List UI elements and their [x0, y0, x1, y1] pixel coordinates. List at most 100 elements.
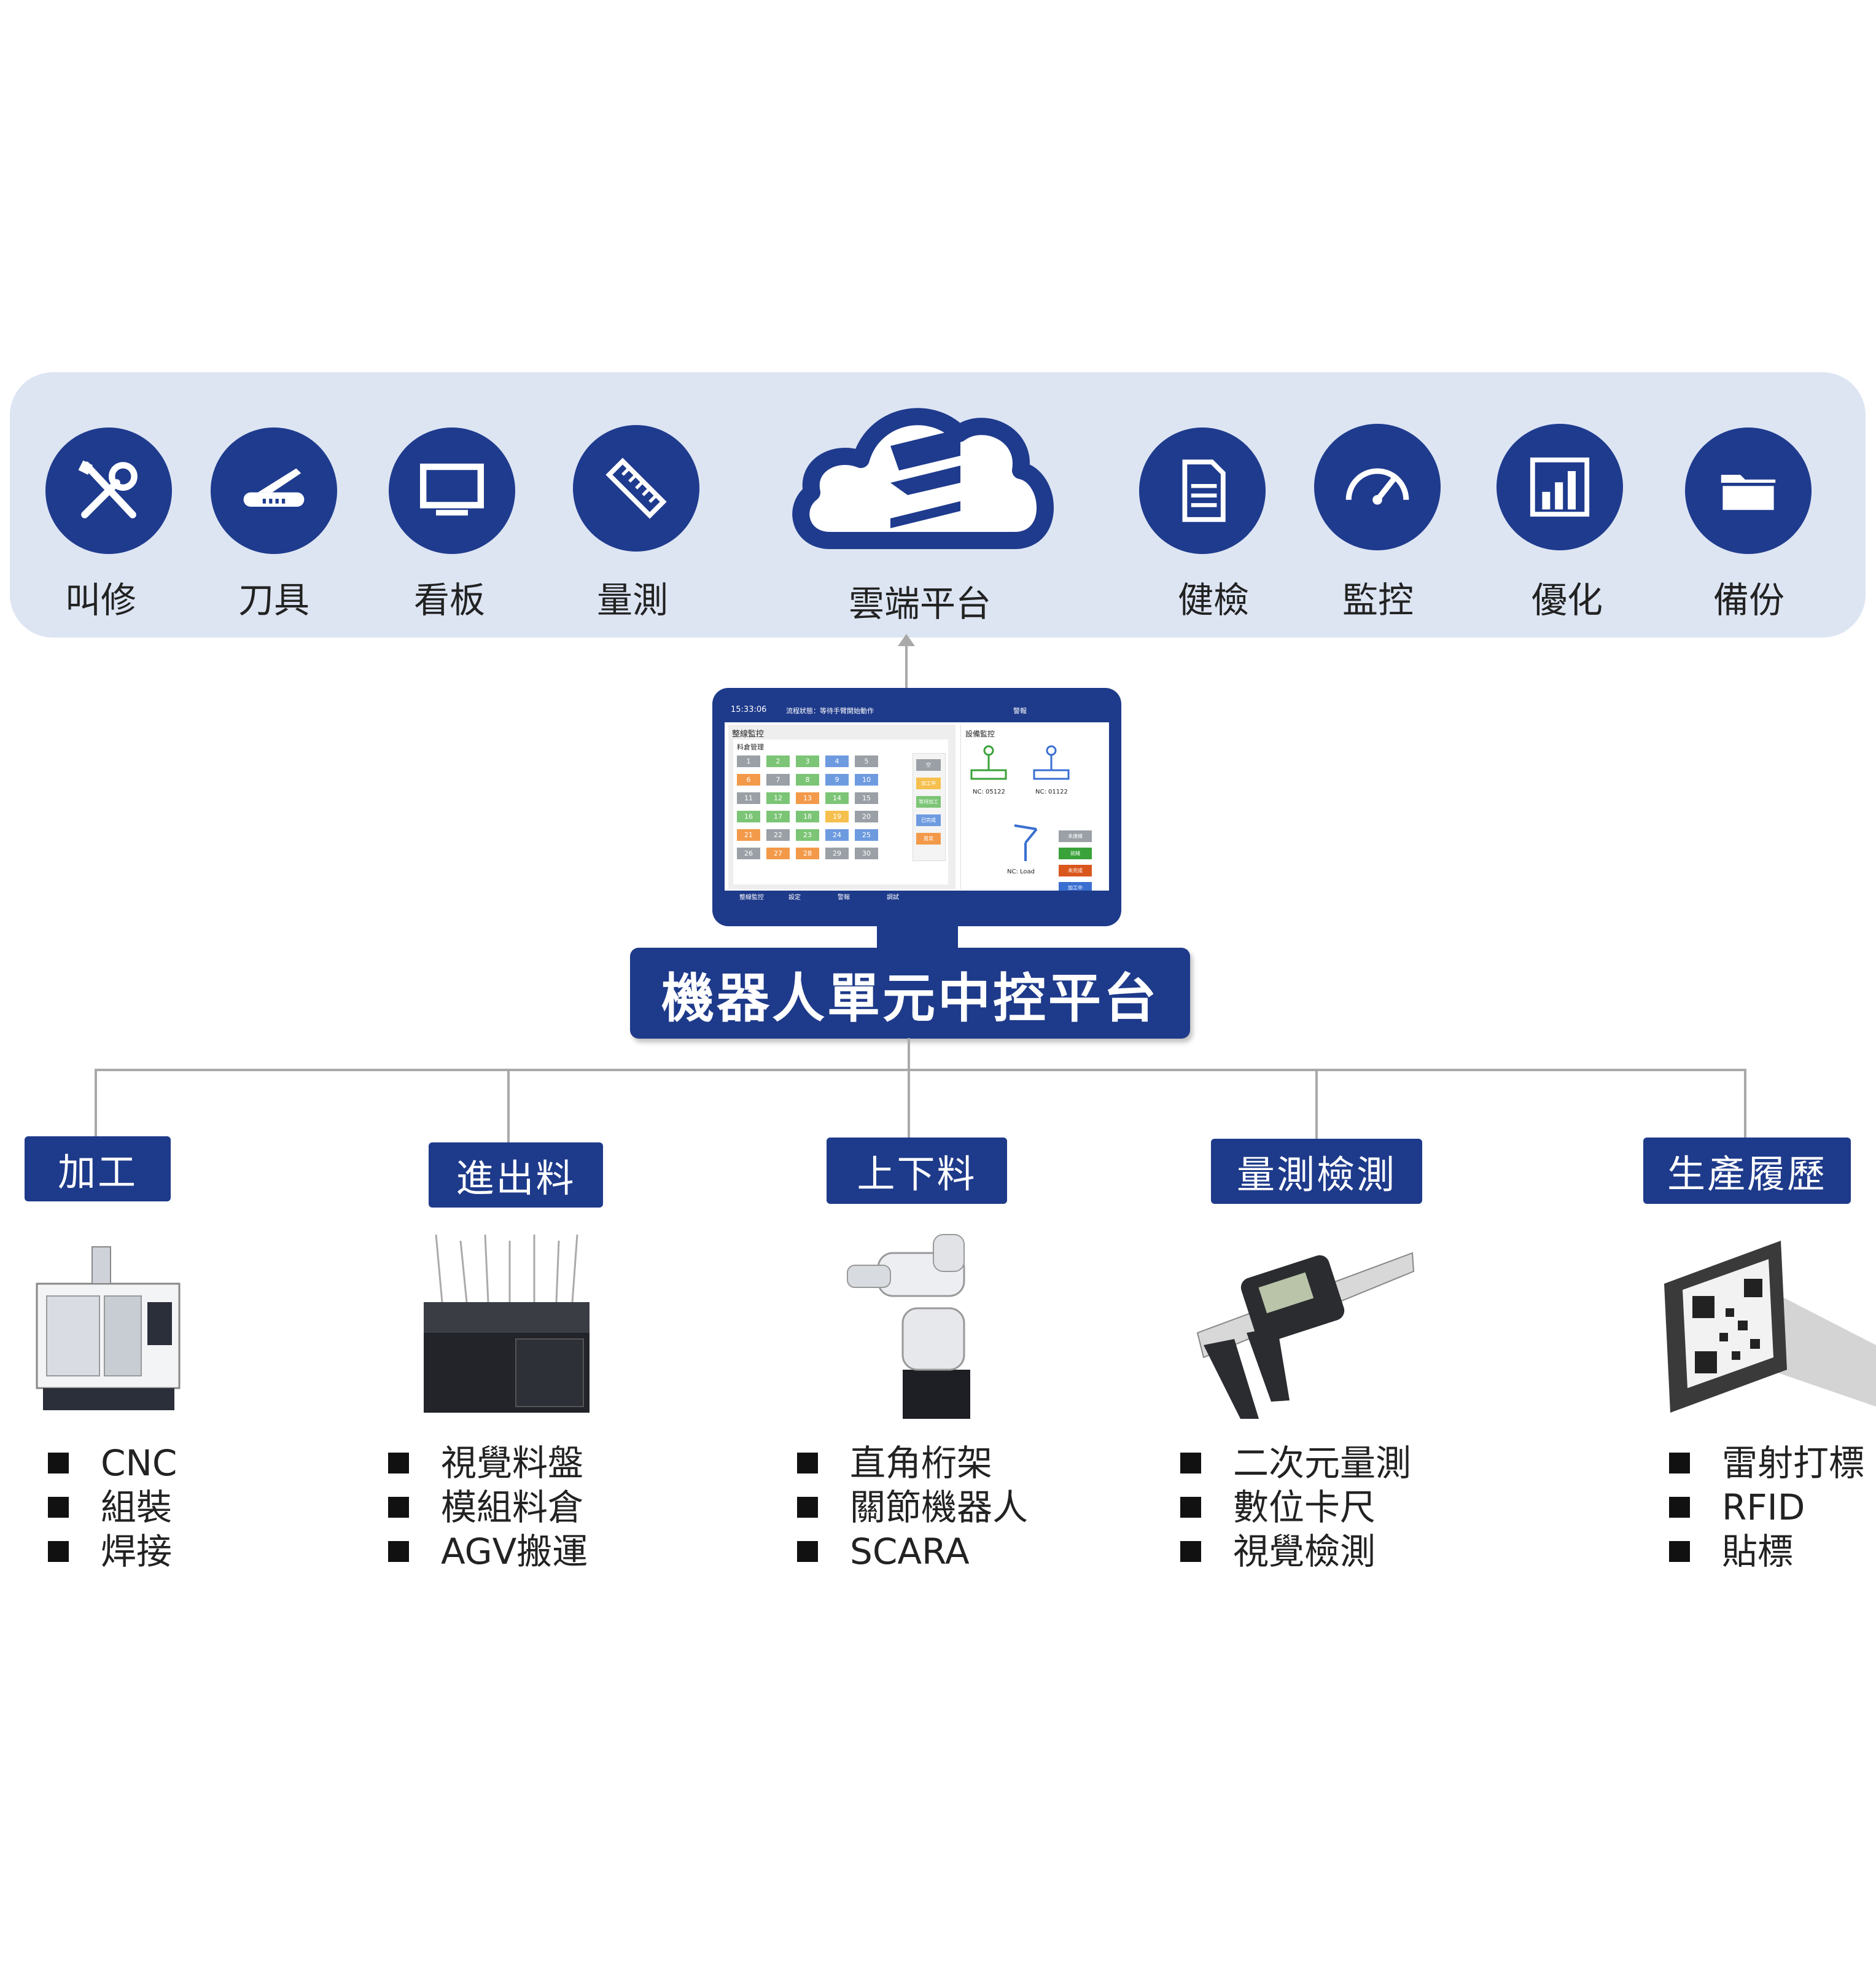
- list-item: 貼標: [1669, 1529, 1864, 1574]
- storage-cell[interactable]: 6: [737, 774, 760, 786]
- storage-cell[interactable]: 2: [766, 755, 790, 767]
- drop-line-2: [507, 1069, 510, 1142]
- storage-cell[interactable]: 21: [737, 829, 760, 841]
- storage-cell[interactable]: 18: [796, 811, 819, 822]
- monitor-stand: [877, 921, 958, 951]
- list-measurement: 二次元量測 數位卡尺 視覺檢測: [1180, 1441, 1411, 1574]
- tab-overview[interactable]: 整線監控: [739, 894, 764, 901]
- list-item-text: 二次元量測: [1233, 1442, 1412, 1484]
- robot-arm-icon-2: [1033, 745, 1070, 780]
- storage-cell[interactable]: 22: [766, 829, 790, 841]
- nc-label-3: NC: Load: [1007, 868, 1035, 875]
- bullet-square-icon: [1669, 1452, 1690, 1473]
- nc-label-1: NC: 05122: [973, 789, 1005, 795]
- tab-alarm[interactable]: 警報: [838, 894, 850, 901]
- label-cloud-platform: 雲端平台: [848, 583, 991, 625]
- folder-icon: [1685, 427, 1812, 554]
- list-material-inout: 視覺料盤 模組料倉 AGV搬運: [388, 1441, 588, 1574]
- storage-cell[interactable]: 27: [766, 848, 790, 859]
- list-item: 關節機器人: [797, 1485, 1028, 1529]
- storage-cell[interactable]: 11: [737, 792, 760, 804]
- category-material-inout: 進出料: [429, 1142, 603, 1208]
- robot-arm-image: [847, 1234, 970, 1419]
- category-machining: 加工: [25, 1136, 171, 1201]
- list-item-text: SCARA: [850, 1531, 970, 1572]
- storage-cell[interactable]: 16: [737, 811, 760, 822]
- storage-cell[interactable]: 26: [737, 848, 760, 859]
- storage-cell[interactable]: 30: [855, 848, 878, 859]
- legend-item: 已完成: [916, 814, 941, 826]
- label-monitoring: 監控: [1342, 579, 1414, 621]
- qr-code-marking-image: [1664, 1241, 1876, 1413]
- list-machining: CNC 組裝 焊接: [48, 1441, 177, 1574]
- device-status-item: 未連線: [1059, 830, 1092, 842]
- list-item: 模組料倉: [388, 1485, 588, 1529]
- list-item-text: 焊接: [101, 1531, 173, 1572]
- list-item-text: 模組料倉: [441, 1486, 584, 1528]
- drop-line-4: [1315, 1069, 1318, 1140]
- list-item-text: RFID: [1722, 1486, 1805, 1528]
- storage-cell[interactable]: 12: [766, 792, 790, 804]
- bar-chart-icon: [1497, 424, 1623, 550]
- document-icon: [1139, 427, 1266, 554]
- storage-cell[interactable]: 29: [825, 848, 849, 859]
- list-item: 數位卡尺: [1180, 1485, 1411, 1529]
- screen-status: 流程狀態：等待手臂開始動作: [786, 707, 874, 715]
- category-traceability: 生產履歷: [1643, 1138, 1851, 1204]
- storage-cell[interactable]: 13: [796, 792, 819, 804]
- storage-cell[interactable]: 19: [825, 811, 849, 822]
- storage-cell[interactable]: 1: [737, 755, 760, 767]
- screen-tabbar: [725, 891, 1109, 902]
- bullet-square-icon: [388, 1452, 409, 1473]
- storage-cell[interactable]: 8: [796, 774, 819, 786]
- storage-cell[interactable]: 17: [766, 811, 790, 822]
- list-item-text: 視覺檢測: [1233, 1531, 1376, 1572]
- bullet-square-icon: [388, 1540, 409, 1562]
- ruler-icon: [573, 425, 699, 552]
- storage-cell[interactable]: 24: [825, 829, 849, 841]
- horizontal-bus-line: [95, 1069, 1746, 1071]
- trunk-line: [908, 1038, 910, 1142]
- storage-cell[interactable]: 7: [766, 774, 790, 786]
- list-item-text: 關節機器人: [850, 1486, 1029, 1528]
- list-item-text: 貼標: [1722, 1531, 1794, 1572]
- label-optimize: 優化: [1531, 579, 1603, 621]
- material-tower-image: [424, 1235, 590, 1413]
- category-loading: 上下料: [827, 1138, 1007, 1204]
- list-item: 二次元量測: [1180, 1441, 1411, 1485]
- list-item: 組裝: [48, 1485, 177, 1529]
- screen-header: [725, 699, 1109, 722]
- label-tools: 刀具: [238, 579, 309, 621]
- bullet-square-icon: [1669, 1496, 1690, 1518]
- storage-cell[interactable]: 4: [825, 755, 849, 767]
- storage-cell[interactable]: 23: [796, 829, 819, 841]
- storage-cell[interactable]: 28: [796, 848, 819, 859]
- list-item: 直角桁架: [797, 1441, 1028, 1485]
- device-status-item: 未完成: [1059, 865, 1092, 876]
- storage-cell[interactable]: 10: [855, 774, 878, 786]
- legend-item: 加工中: [916, 778, 941, 789]
- arrow-head-up: [898, 634, 915, 646]
- cnc-machine-image: [36, 1246, 181, 1410]
- list-item-text: AGV搬運: [441, 1531, 588, 1572]
- gauge-icon: [1314, 424, 1441, 550]
- robot-arm-icon-1: [970, 745, 1007, 780]
- storage-cell[interactable]: 25: [855, 829, 878, 841]
- screen-alarm: 警報: [1013, 707, 1027, 715]
- storage-cell[interactable]: 14: [825, 792, 849, 804]
- bullet-square-icon: [48, 1540, 69, 1562]
- storage-cell[interactable]: 15: [855, 792, 878, 804]
- tab-settings[interactable]: 設定: [788, 894, 801, 901]
- tab-debug[interactable]: 調試: [887, 894, 899, 901]
- bullet-square-icon: [388, 1496, 409, 1518]
- list-item-text: 數位卡尺: [1233, 1486, 1376, 1528]
- storage-cell[interactable]: 3: [796, 755, 819, 767]
- device-status-item: 就緒: [1059, 848, 1092, 859]
- storage-cell[interactable]: 5: [855, 755, 878, 767]
- nc-label-2: NC: 01122: [1035, 789, 1068, 795]
- label-health-check: 健檢: [1177, 579, 1249, 621]
- storage-cell[interactable]: 20: [855, 811, 878, 822]
- storage-cell[interactable]: 9: [825, 774, 849, 786]
- list-item: 焊接: [48, 1529, 177, 1574]
